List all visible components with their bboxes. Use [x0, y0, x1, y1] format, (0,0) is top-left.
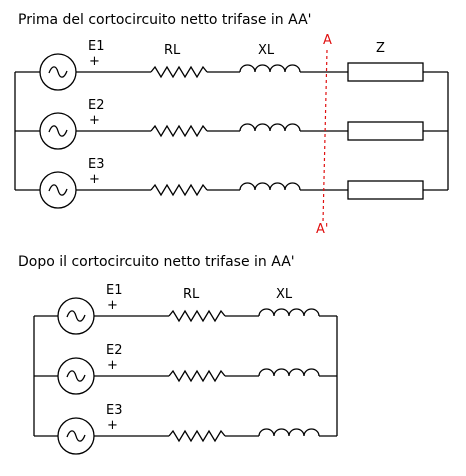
ac-source-icon [39, 112, 77, 150]
resistor-icon [168, 430, 226, 442]
before-phase-3: E3 + [15, 157, 448, 209]
fault-top-label: A [323, 33, 332, 48]
after-circuit: E1 + E2 + E3 + RL XL [33, 283, 338, 455]
resistor-icon [168, 310, 226, 322]
inductor-icon [258, 308, 320, 317]
inductor-icon [239, 182, 301, 191]
inductor-label: XL [276, 287, 293, 302]
inductor-icon [239, 123, 301, 132]
inductor-icon [239, 64, 301, 73]
polarity-plus: + [89, 54, 100, 69]
source-label: E3 [88, 157, 105, 172]
ac-source-icon [39, 53, 77, 91]
resistor-label: RL [183, 287, 200, 302]
polarity-plus: + [107, 358, 118, 373]
inductor-icon [258, 428, 320, 437]
polarity-plus: + [107, 298, 118, 313]
before-phase-2: E2 + [15, 98, 448, 150]
resistor-icon [150, 184, 208, 196]
inductor-label: XL [258, 43, 275, 58]
after-phase-1: E1 + [34, 283, 337, 335]
source-label: E3 [106, 403, 123, 418]
source-label: E1 [106, 283, 123, 298]
polarity-plus: + [89, 172, 100, 187]
ac-source-icon [57, 417, 95, 455]
before-title: Prima del cortocircuito netto trifase in… [18, 12, 312, 28]
resistor-icon [168, 370, 226, 382]
fault-bottom-label: A' [316, 222, 328, 237]
source-label: E2 [106, 343, 123, 358]
resistor-icon [150, 66, 208, 78]
source-label: E1 [88, 39, 105, 54]
resistor-label: RL [164, 43, 181, 58]
ac-source-icon [57, 357, 95, 395]
polarity-plus: + [107, 418, 118, 433]
polarity-plus: + [89, 113, 100, 128]
impedance-load [347, 180, 424, 200]
ac-source-icon [39, 171, 77, 209]
inductor-icon [258, 368, 320, 377]
after-phase-2: E2 + [34, 343, 337, 395]
ac-source-icon [57, 297, 95, 335]
resistor-icon [150, 125, 208, 137]
after-title: Dopo il cortocircuito netto trifase in A… [18, 254, 295, 270]
before-phase-1: E1 + [15, 39, 448, 91]
fault-line [322, 49, 328, 223]
before-circuit: E1 + E2 + E3 [14, 33, 449, 237]
after-phase-3: E3 + [34, 403, 337, 455]
load-label: Z [376, 41, 385, 56]
impedance-load [347, 121, 424, 141]
impedance-load [347, 62, 424, 82]
source-label: E2 [88, 98, 105, 113]
